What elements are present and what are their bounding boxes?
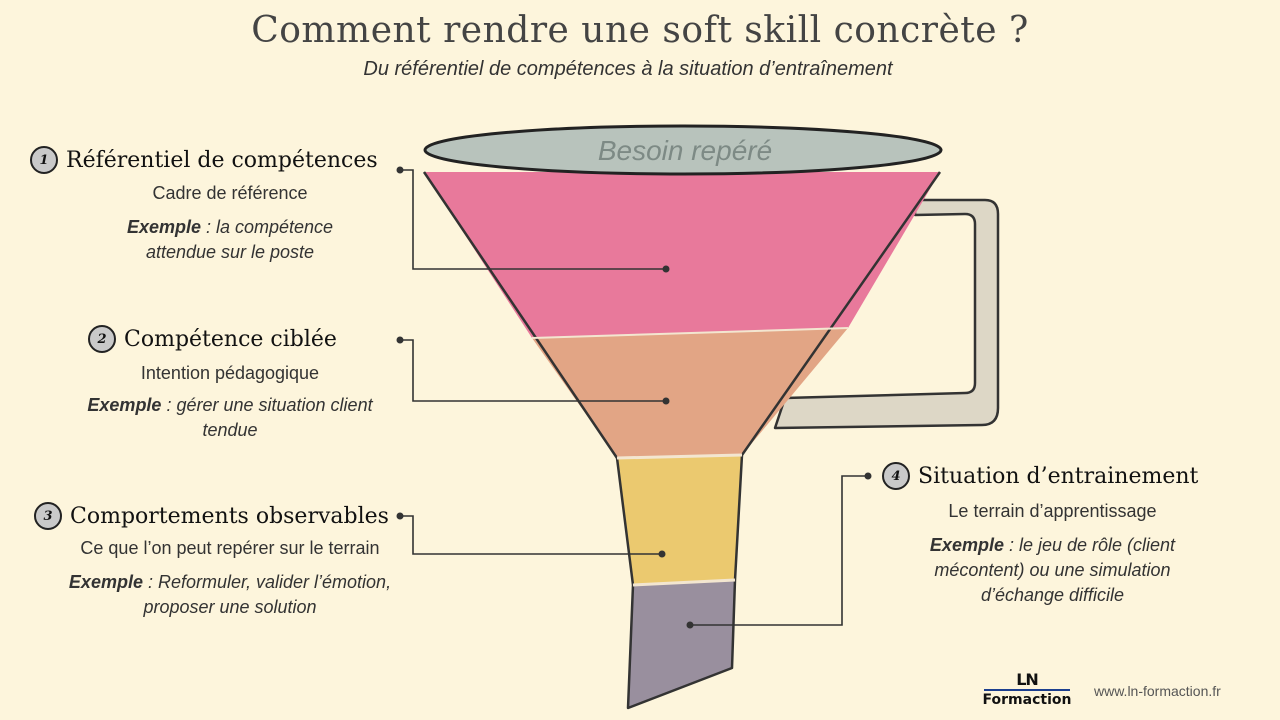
funnel-layer-2 [532,328,848,458]
connector-dot [396,166,404,174]
logo-top-text: LN [1016,670,1039,689]
page-title: Comment rendre une soft skill concrète ? [251,10,1029,51]
step-number-badge: 2 [88,325,116,353]
funnel-separator [531,327,849,339]
step-number-badge: 3 [34,502,62,530]
connector-dot [396,336,404,344]
example-text: : gérer une situation client tendue [161,395,373,440]
connector-dot [662,265,670,273]
funnel-outline [422,171,942,710]
logo-bottom-text: Formaction [982,692,1072,708]
step-title: Référentiel de compétences [66,147,378,173]
step-1-heading: 1 Référentiel de compétences [30,146,378,174]
funnel-rim [423,124,943,176]
connector-dot [396,512,404,520]
step-1-example: Exemple : la compétence attendue sur le … [90,215,370,265]
example-text: : le jeu de rôle (client mécontent) ou u… [934,535,1176,605]
website-url[interactable]: www.ln-formaction.fr [1094,683,1221,699]
step-1-description: Cadre de référence [152,183,308,203]
funnel-top-label: Besoin repéré [598,135,772,166]
step-3-example: Exemple : Reformuler, valider l’émotion,… [40,570,420,620]
logo-divider [984,689,1070,691]
step-4-description: Le terrain d’apprentissage [948,501,1157,521]
example-label: Exemple [87,395,162,415]
funnel-separator [616,453,743,460]
ln-formaction-logo: LN Formaction [978,670,1076,709]
step-title: Comportements observables [70,503,389,529]
connector-line-4 [690,475,868,626]
step-number-badge: 1 [30,146,58,174]
connector-line-1 [400,169,666,270]
connector-dot [864,472,872,480]
step-number-badge: 4 [882,462,910,490]
funnel-layer-3 [617,455,742,585]
connector-dot [686,621,694,629]
example-label: Exemple [68,572,143,592]
funnel-layer-4 [628,580,735,708]
step-2-example: Exemple : gérer une situation client ten… [80,393,380,443]
step-3-description: Ce que l’on peut repérer sur le terrain [80,538,380,558]
example-text: : Reformuler, valider l’émotion, propose… [142,572,392,617]
funnel-layer-1 [424,172,940,338]
step-3-heading: 3 Comportements observables [34,502,389,530]
step-4-heading: 4 Situation d’entrainement [882,462,1198,490]
example-text: : la compétence attendue sur le poste [145,217,334,262]
connector-dot [658,550,666,558]
step-title: Situation d’entrainement [918,463,1199,489]
example-label: Exemple [929,535,1004,555]
step-2-heading: 2 Compétence ciblée [88,325,337,353]
connector-line-3 [400,515,662,555]
page-subtitle: Du référentiel de compétences à la situa… [363,58,893,80]
connector-line-2 [400,339,666,402]
funnel-separator [632,578,736,587]
step-4-example: Exemple : le jeu de rôle (client méconte… [900,533,1205,608]
connector-dot [662,397,670,405]
step-title: Compétence ciblée [124,326,337,352]
example-label: Exemple [126,217,201,237]
step-2-description: Intention pédagogique [140,363,320,383]
